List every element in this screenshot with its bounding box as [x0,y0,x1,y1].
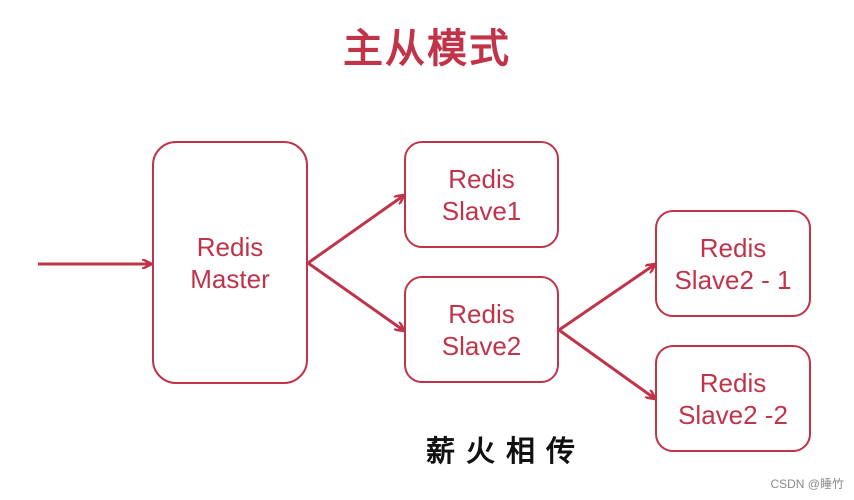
node-label-line2: Slave1 [441,195,522,226]
node-redis-slave2-1: Redis Slave2 - 1 [655,210,811,317]
watermark: CSDN @睡竹 [770,477,844,491]
node-redis-slave2: Redis Slave2 [404,276,559,383]
node-redis-slave2-2: Redis Slave2 -2 [655,345,811,452]
edge-slave2-to-slave2-1 [558,265,654,332]
edge-master-to-slave1 [307,196,403,265]
node-label-line1: Redis [196,231,264,262]
node-label-line1: Redis [448,163,515,194]
node-label-line2: Master [190,263,270,294]
node-label-line2: Slave2 [441,330,522,361]
node-label-line1: Redis [699,232,767,263]
diagram-caption: 薪火相传 [426,434,587,468]
node-redis-slave1: Redis Slave1 [404,141,559,248]
edge-master-to-slave2 [307,261,403,330]
node-label-line1: Redis [699,367,767,398]
node-label-line2: Slave2 - 1 [674,264,792,295]
edge-slave2-to-slave2-2 [558,328,654,398]
node-label-line2: Slave2 -2 [678,399,788,430]
node-label-line1: Redis [448,298,515,329]
node-redis-master: Redis Master [152,141,308,384]
diagram-title: 主从模式 [343,26,511,72]
